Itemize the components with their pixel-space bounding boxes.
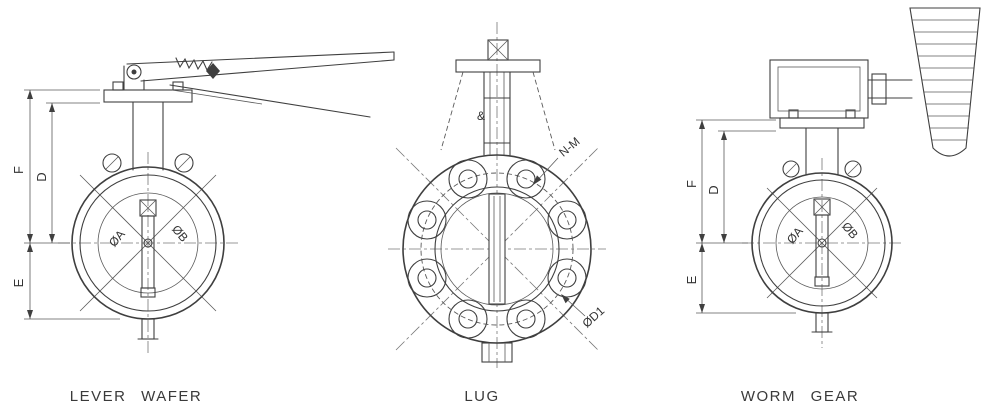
worm-gear-dimensions: F D E ØA ØB xyxy=(684,119,861,314)
dim-label-diaD1: ØD1 xyxy=(579,303,607,330)
dim-label-diaA-left: ØA xyxy=(106,227,128,249)
caption-worm-gear: WORM GEAR xyxy=(741,388,859,405)
dim-label-E-right: E xyxy=(684,275,699,284)
dim-label-D-right: D xyxy=(706,185,721,194)
dim-label-stem-mark: & xyxy=(477,109,485,123)
caption-lever-wafer: LEVER WAFER xyxy=(70,388,202,405)
lug-drawing xyxy=(388,22,606,368)
worm-gear-drawing xyxy=(742,7,981,348)
dim-label-E-left: E xyxy=(11,278,26,287)
caption-lug: LUG xyxy=(464,388,499,405)
dim-label-diaB-left: ØB xyxy=(169,222,191,244)
lever-wafer-dimensions: F D E ØA ØB xyxy=(11,89,191,320)
captions: LEVER WAFER LUG WORM GEAR xyxy=(70,388,859,405)
dim-label-F-left: F xyxy=(11,166,26,174)
dim-label-NM: N-M xyxy=(556,134,582,159)
dim-label-F-right: F xyxy=(684,180,699,188)
dim-label-D-left: D xyxy=(34,172,49,181)
lever-wafer-drawing xyxy=(58,51,395,354)
